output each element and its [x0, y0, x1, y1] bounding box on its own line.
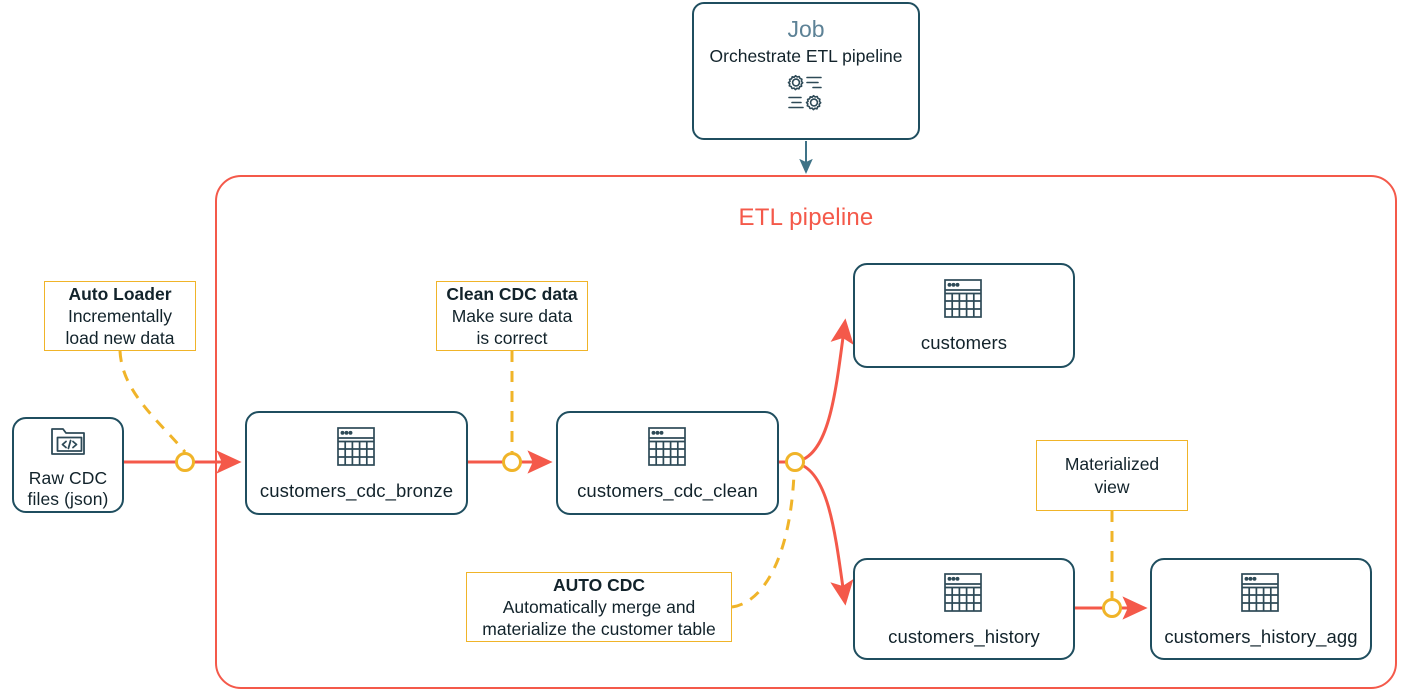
node-customers-history-agg[interactable]: customers_history_agg	[1150, 558, 1372, 660]
annotation-auto-cdc: AUTO CDC Automatically merge and materia…	[466, 572, 732, 642]
job-box[interactable]: Job Orchestrate ETL pipeline	[692, 2, 920, 140]
table-icon	[1240, 571, 1282, 620]
node-customers-history[interactable]: customers_history	[853, 558, 1075, 660]
annotation-auto-loader: Auto Loader Incrementally load new data	[44, 281, 196, 351]
leader-auto-loader	[118, 350, 187, 453]
table-icon	[647, 425, 689, 474]
node-raw-cdc-files[interactable]: Raw CDC files (json)	[12, 417, 124, 513]
node-label: customers_cdc_bronze	[259, 479, 454, 501]
annotation-title: AUTO CDC	[552, 574, 646, 595]
annotation-title: Clean CDC data	[446, 283, 578, 304]
annotation-title: Auto Loader	[68, 283, 172, 304]
job-subtitle: Orchestrate ETL pipeline	[709, 46, 903, 67]
node-label: customers_history_agg	[1164, 625, 1358, 647]
node-customers[interactable]: customers	[853, 263, 1075, 368]
folder-code-icon	[49, 424, 87, 462]
connector-node-1[interactable]	[175, 452, 195, 472]
annotation-body: Make sure data is correct	[451, 305, 573, 349]
etl-pipeline-container: ETL pipeline	[215, 175, 1397, 689]
node-customers-cdc-bronze[interactable]: customers_cdc_bronze	[245, 411, 468, 515]
node-label: customers_cdc_clean	[577, 479, 758, 501]
table-icon	[336, 425, 378, 474]
table-icon	[943, 277, 985, 326]
annotation-clean-cdc-data: Clean CDC data Make sure data is correct	[436, 281, 588, 351]
node-label: customers_history	[888, 625, 1040, 647]
annotation-body: Automatically merge and materialize the …	[482, 596, 716, 640]
table-icon	[943, 571, 985, 620]
annotation-body: Materialized view	[1064, 454, 1160, 497]
annotation-materialized-view: Materialized view	[1036, 440, 1188, 511]
annotation-body: Incrementally load new data	[65, 305, 175, 349]
node-customers-cdc-clean[interactable]: customers_cdc_clean	[556, 411, 779, 515]
node-label: Raw CDC files (json)	[27, 468, 109, 509]
job-title: Job	[787, 16, 825, 42]
node-label: customers	[920, 332, 1008, 354]
gears-pipeline-icon	[783, 73, 829, 118]
etl-pipeline-title: ETL pipeline	[738, 204, 874, 231]
